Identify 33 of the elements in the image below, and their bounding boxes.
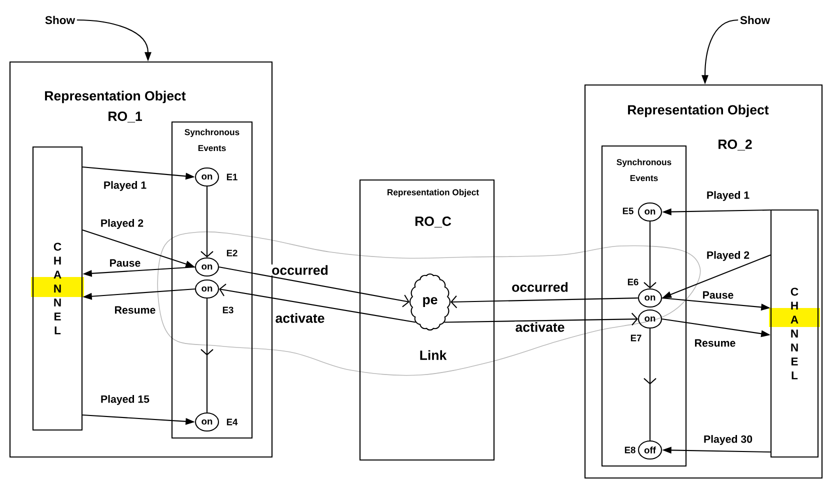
arrow xyxy=(219,284,416,323)
edge-label: Resume xyxy=(694,338,736,348)
edge-label: Pause xyxy=(108,258,142,268)
edge-label: Played 2 xyxy=(100,218,144,230)
event-label: E8 xyxy=(624,446,636,454)
edge-label: Pause xyxy=(702,290,734,300)
edge-label: Played 30 xyxy=(702,434,754,446)
event-label: E4 xyxy=(226,418,238,426)
edge-label: activate xyxy=(274,312,326,324)
edge-label: Played 1 xyxy=(706,190,750,202)
channel-bar: CHANNEL xyxy=(31,146,84,431)
edge-label: activate xyxy=(514,321,566,333)
show-label: Show xyxy=(740,16,770,24)
edge-label: Played 2 xyxy=(706,250,750,262)
edge-label: occurred xyxy=(270,264,330,276)
event-label: E7 xyxy=(630,334,642,342)
arrow xyxy=(450,296,638,308)
edge-label: Played 15 xyxy=(100,394,150,406)
event-label: E6 xyxy=(628,278,638,286)
event-label: E1 xyxy=(226,174,238,180)
event-label: E3 xyxy=(222,306,234,314)
arrow xyxy=(218,266,410,308)
edge-label: Resume xyxy=(114,306,156,314)
arrow xyxy=(200,186,214,258)
show-label: Show xyxy=(45,16,76,24)
channel-bar: CHANNEL xyxy=(769,209,820,458)
edge-label: occurred xyxy=(510,281,570,293)
arrow xyxy=(644,222,656,288)
link-label: Link xyxy=(420,350,447,360)
edge-label: Played 1 xyxy=(102,180,148,192)
arrow xyxy=(444,312,638,326)
event-label: E5 xyxy=(622,208,634,214)
event-label: E2 xyxy=(226,250,238,256)
